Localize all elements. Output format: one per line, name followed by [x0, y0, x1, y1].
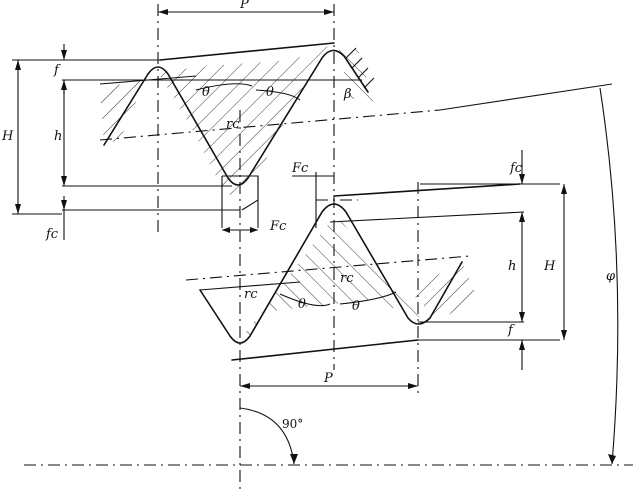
upper-pitch-ref	[99, 75, 197, 85]
fc-label-right: fc	[509, 161, 523, 176]
f-label-right: f	[507, 323, 515, 338]
upper-thread	[62, 42, 613, 228]
phi-label: φ	[606, 269, 616, 284]
f-label-left-top: f	[53, 63, 61, 78]
H-label-left: H	[1, 129, 14, 144]
left-dims: H h f fc	[1, 44, 67, 242]
lower-flank-top	[329, 211, 525, 223]
upper-crest-line	[159, 42, 335, 61]
Fc-label-lower: Fc	[269, 219, 287, 234]
upper-profile	[103, 49, 369, 186]
upper-pitch-line	[99, 109, 441, 141]
Fc-label-upper: Fc	[291, 161, 309, 176]
H-label-right: H	[543, 259, 556, 274]
lower-thread	[185, 183, 560, 361]
rc-label-lower-left: rc	[244, 287, 258, 302]
pitch-label-bottom: P	[323, 371, 333, 386]
right-dims: H h fc f	[507, 150, 567, 370]
pitch-dim-top: P	[158, 0, 334, 15]
theta-label-upper-2: θ	[266, 85, 274, 100]
upper-tooth-hatch	[158, 44, 334, 200]
pitch-dim-bottom: P	[240, 371, 418, 389]
h-label-left: h	[54, 129, 62, 144]
pitch-label-top: P	[239, 0, 249, 12]
phi-arc	[599, 87, 619, 465]
theta-label-upper-1: θ	[202, 85, 210, 100]
beta-label: β	[343, 87, 352, 102]
h-label-right: h	[508, 259, 516, 274]
right-angle-label: 90°	[282, 417, 303, 431]
lower-left-line	[199, 281, 301, 291]
lower-profile	[199, 203, 463, 344]
rc-label-lower: rc	[340, 271, 354, 286]
lower-crest-line	[333, 183, 521, 197]
fc-label-left: fc	[45, 227, 59, 242]
lower-tooth-hatch	[240, 222, 420, 340]
rc-label-upper: rc	[226, 117, 240, 132]
theta-label-lower-2: θ	[352, 299, 360, 314]
lower-root-line	[231, 339, 419, 361]
lower-right-hatch	[408, 262, 478, 320]
upper-pitch-ext	[439, 83, 613, 111]
theta-label-lower-1: θ	[298, 297, 306, 312]
